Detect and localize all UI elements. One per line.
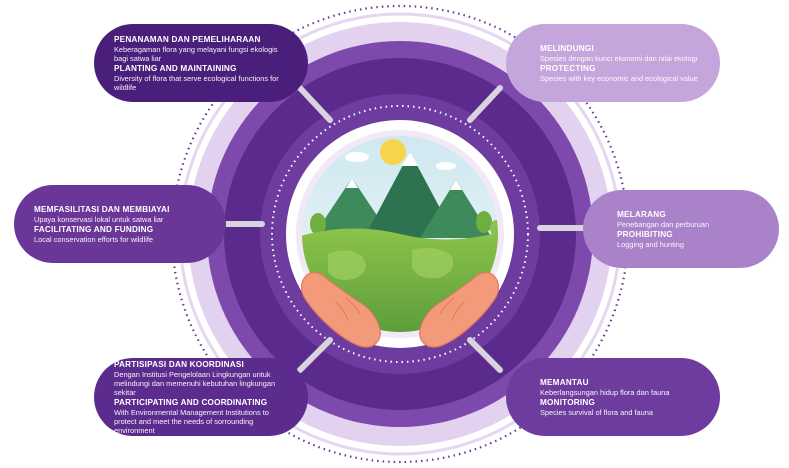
mountain-center [364, 152, 456, 238]
pill-title-id: MELARANG [617, 209, 666, 219]
continent-shape [328, 250, 366, 280]
pill-title-en: FACILITATING AND FUNDING [34, 224, 154, 234]
continent-shape [412, 248, 454, 279]
pill-text-id: Keberlangsungan hidup flora dan fauna [540, 387, 670, 397]
tree-icon [490, 220, 498, 236]
pill-text-en: Species with key economic and ecological… [540, 73, 698, 83]
cloud-icon [345, 152, 369, 162]
pill-title-en: MONITORING [540, 397, 596, 407]
mountain-right [420, 180, 492, 238]
tree-icon [310, 213, 326, 235]
pill-text-en: Local conservation efforts for wildlife [34, 234, 153, 244]
snow-cap [450, 180, 462, 190]
spoke-top-left [297, 85, 333, 123]
left-hand [300, 271, 381, 348]
finger-lines [335, 297, 465, 321]
pill-protecting: MELINDUNGI Spesies dengan kunci ekonomi … [506, 24, 720, 102]
pill-title-id: MEMANTAU [540, 377, 589, 387]
pill-participating-coordinating: PARTISIPASI DAN KOORDINASI Dengan Instit… [94, 358, 308, 436]
pill-title-id: PARTISIPASI DAN KOORDINASI [114, 359, 244, 369]
pill-title-id: MEMFASILITASI DAN MEMBIAYAI [34, 204, 170, 214]
pill-facilitating-funding: MEMFASILITASI DAN MEMBIAYAI Upaya konser… [14, 185, 226, 263]
pill-text-en: Diversity of flora that serve ecological… [114, 73, 279, 92]
spoke-bottom-left [297, 337, 333, 373]
pill-text-id: Dengan Institusi Pengelolaan Lingkungan … [114, 369, 276, 397]
pill-text-en: Logging and hunting [617, 239, 684, 249]
pill-text-en: Species survival of flora and fauna [540, 407, 653, 417]
spoke-top-right [467, 85, 503, 123]
hands-icon [300, 271, 500, 348]
snow-cap [402, 152, 418, 166]
pill-monitoring: MEMANTAU Keberlangsungan hidup flora dan… [506, 358, 720, 436]
pill-text-id: Penebangan dan perburuan [617, 219, 710, 229]
inner-dotted-ring [271, 105, 529, 363]
pill-title-en: PLANTING AND MAINTAINING [114, 63, 237, 73]
cloud-icon [436, 162, 456, 170]
pill-text-id: Keberagaman flora yang melayani fungsi e… [114, 44, 278, 63]
pill-title-id: PENANAMAN DAN PEMELIHARAAN [114, 34, 261, 44]
pill-title-en: PROHIBITING [617, 229, 673, 239]
tree-icon [476, 211, 492, 233]
snow-cap [346, 178, 358, 188]
connector-spokes [223, 85, 587, 373]
pill-text-en: With Environmental Management Institutio… [114, 407, 269, 435]
pill-text-id: Upaya konservasi lokal untuk satwa liar [34, 214, 164, 224]
sun-icon [380, 139, 406, 165]
pill-title-en: PROTECTING [540, 63, 596, 73]
pill-prohibiting: MELARANG Penebangan dan perburuan PROHIB… [583, 190, 779, 268]
right-hand [419, 271, 500, 348]
pill-title-en: PARTICIPATING AND COORDINATING [114, 397, 268, 407]
mountain-left [312, 178, 392, 238]
pill-title-id: MELINDUNGI [540, 43, 594, 53]
pill-text-id: Spesies dengan kunci ekonomi dan nilai e… [540, 53, 698, 63]
pill-planting-maintaining: PENANAMAN DAN PEMELIHARAAN Keberagaman f… [94, 24, 308, 102]
spoke-bottom-right [467, 337, 503, 373]
